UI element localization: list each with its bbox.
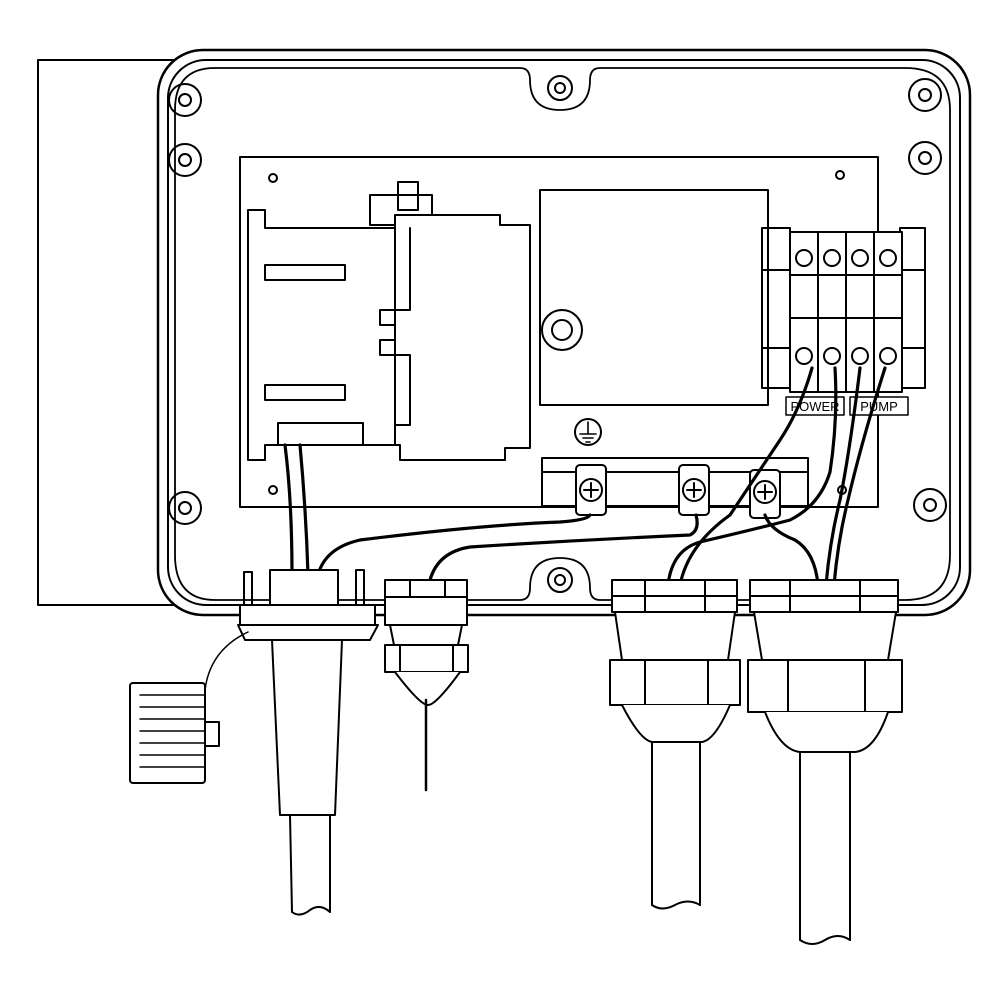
adjuster-knob: [129, 631, 249, 784]
terminal-block-1: [789, 231, 819, 393]
mounting-screw-right-lower: [913, 488, 947, 522]
ground-screw-2: [678, 464, 710, 516]
ground-screw-1: [575, 464, 607, 516]
mounting-screw-left-lower: [168, 491, 202, 525]
terminal-block-4: [873, 231, 903, 393]
rear-housing: [37, 59, 174, 606]
relay-contactor: [247, 181, 531, 461]
transformer: [539, 189, 769, 406]
terminal-block-3: [845, 231, 875, 393]
power-cable-gland: [609, 579, 741, 910]
internal-wiring: [283, 366, 887, 587]
mounting-hole-bottom-center: [547, 567, 573, 593]
mounting-screw-top-right: [908, 78, 942, 112]
pump-label-text: PUMP: [860, 399, 898, 414]
mounting-screw-right-upper: [908, 141, 942, 175]
pump-cable-gland: [747, 579, 903, 945]
mounting-screw-top-left: [168, 83, 202, 117]
terminal-block-2: [817, 231, 847, 393]
power-label-text: POWER: [790, 399, 839, 414]
ground-symbol-icon: [574, 418, 602, 446]
pump-label: PUMP: [849, 396, 909, 416]
probe-gland: [384, 579, 469, 792]
mounting-hole-top-center: [547, 75, 573, 101]
cable-gland-left: [237, 569, 379, 916]
mounting-screw-left-upper: [168, 143, 202, 177]
